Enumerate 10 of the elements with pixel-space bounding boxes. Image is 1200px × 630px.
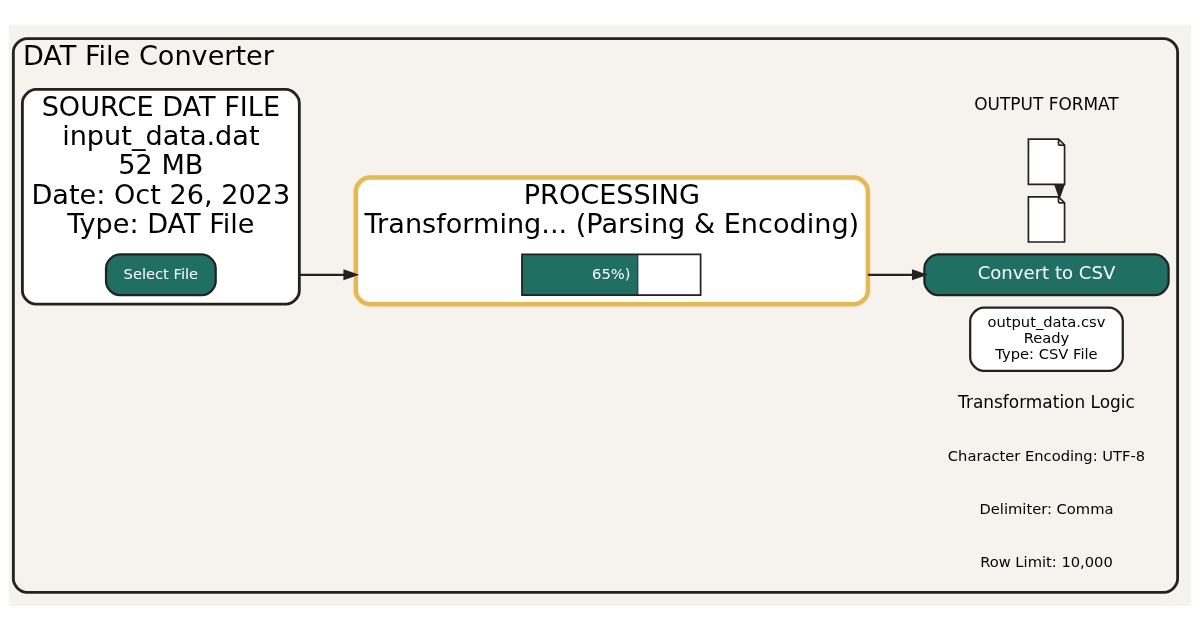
label: Transformation Logic: [958, 391, 1135, 412]
node-box: output_data.csv Ready Type: CSV File: [969, 305, 1124, 372]
label: Character Encoding: UTF-8: [947, 446, 1146, 464]
label: Row Limit: 10,000: [980, 552, 1113, 570]
label: OUTPUT FORMAT: [974, 93, 1119, 114]
node-box: Select File: [104, 252, 217, 296]
node-box: Convert to CSV: [923, 252, 1170, 296]
arrow: [299, 268, 360, 280]
label: Delimiter: Comma: [979, 499, 1114, 517]
arrow: [867, 268, 928, 280]
